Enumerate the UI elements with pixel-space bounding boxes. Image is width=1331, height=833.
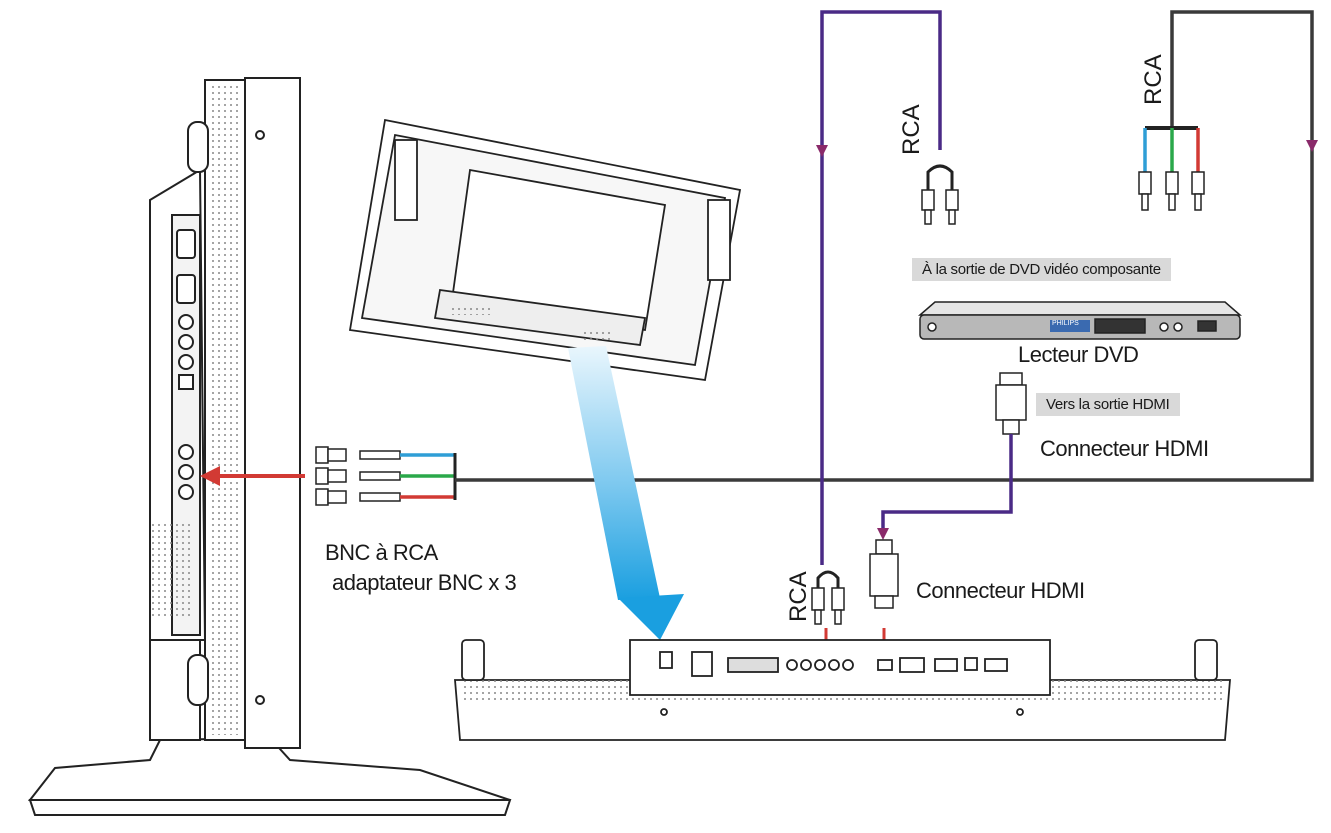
rca-port-icon xyxy=(786,659,798,671)
dvd-player xyxy=(917,301,1243,340)
cable-arrow-icon xyxy=(877,528,889,540)
bnc-adapters xyxy=(315,446,401,506)
zoom-beam-arrow xyxy=(568,346,684,640)
screw-icon xyxy=(255,695,265,705)
hdmi-cable xyxy=(881,434,1013,530)
hdmi-output-label: Vers la sortie HDMI xyxy=(1036,393,1180,416)
hdmi-plug-bottom xyxy=(869,539,899,609)
power-socket-icon xyxy=(691,651,713,677)
bnc-port-icon xyxy=(178,444,194,460)
dvd-brand-label: PHILIPS xyxy=(1052,320,1079,327)
component-cable xyxy=(455,10,1314,482)
bnc-label-line2: adaptateur BNC x 3 xyxy=(332,570,517,595)
port-icon xyxy=(964,657,978,671)
rca-port-icon xyxy=(178,334,194,350)
vga-port-icon xyxy=(934,658,958,672)
monitor-rear-view xyxy=(348,118,742,382)
hdmi-plug-top xyxy=(995,372,1027,435)
svideo-port-icon xyxy=(178,374,194,390)
monitor-side-view xyxy=(27,77,512,816)
monitor-bottom-closeup xyxy=(454,639,1231,741)
bnc-port-icon xyxy=(178,464,194,480)
rca-label-top-left: RCA xyxy=(898,104,925,155)
screw-icon xyxy=(660,708,668,716)
screw-icon xyxy=(255,130,265,140)
hdmi-port-icon xyxy=(877,659,893,671)
component-output-label: À la sortie de DVD vidéo composante xyxy=(912,258,1171,281)
monitor-front-bezel xyxy=(244,77,301,749)
cable-arrow-icon xyxy=(816,145,828,157)
rs232-port-icon xyxy=(727,657,779,673)
vga-port-icon xyxy=(176,274,196,304)
rca-splitter xyxy=(1138,126,1205,211)
rca-label-bottom: RCA xyxy=(785,571,812,622)
monitor-stand-base xyxy=(28,799,512,816)
dvi-port-icon xyxy=(899,657,925,673)
rca-port-icon xyxy=(814,659,826,671)
bnc-label-line1: BNC à RCA xyxy=(325,540,438,565)
power-switch-icon xyxy=(659,651,673,669)
rca-port-icon xyxy=(828,659,840,671)
rca-port-icon xyxy=(800,659,812,671)
rca-label-top-right: RCA xyxy=(1140,54,1167,105)
handle-icon xyxy=(187,121,209,173)
rca-plug-pair-top xyxy=(921,164,959,225)
audio-cable xyxy=(820,10,942,565)
dvd-player-label: Lecteur DVD xyxy=(1018,342,1139,367)
hdmi-connector-label-bottom: Connecteur HDMI xyxy=(916,578,1085,603)
rca-colored-leads xyxy=(400,453,457,500)
vga-port-icon xyxy=(176,229,196,259)
rca-port-icon xyxy=(178,354,194,370)
bnc-input-arrow xyxy=(200,466,305,486)
cable-arrow-icon xyxy=(1306,140,1318,152)
screw-icon xyxy=(1016,708,1024,716)
rca-port-icon xyxy=(178,314,194,330)
hdmi-connector-label-top: Connecteur HDMI xyxy=(1040,436,1209,461)
rca-port-icon xyxy=(842,659,854,671)
vga-port-icon xyxy=(984,658,1008,672)
bnc-port-icon xyxy=(178,484,194,500)
handle-icon xyxy=(187,654,209,706)
rca-plug-pair-bottom xyxy=(811,570,845,625)
